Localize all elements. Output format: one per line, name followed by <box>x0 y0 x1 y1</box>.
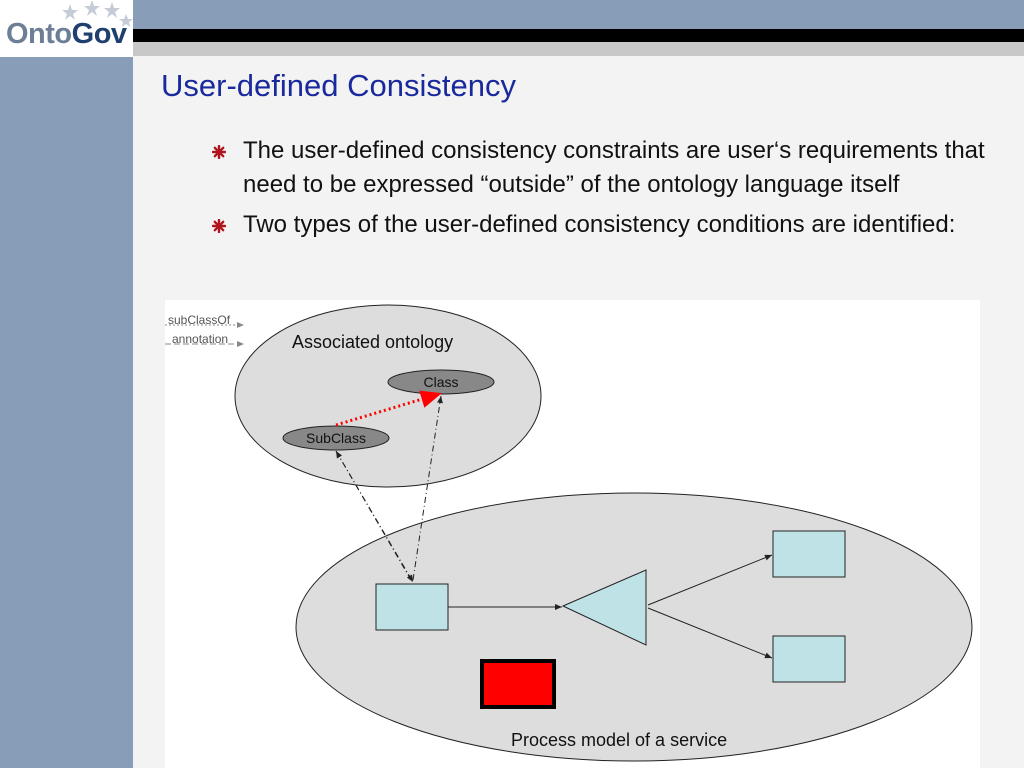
header-band <box>133 0 1024 29</box>
ontology-label: Associated ontology <box>292 332 453 352</box>
process-activity-start <box>375 583 449 631</box>
bullet-item: The user-defined consistency constraints… <box>212 134 992 202</box>
left-sidebar <box>0 0 133 768</box>
legend-annotation-label: annotation <box>172 332 228 346</box>
bullet-icon <box>212 145 226 159</box>
logo-onto: Onto <box>6 18 72 50</box>
flow-arrow-upper <box>647 554 773 606</box>
process-activity-lower <box>772 635 846 683</box>
flow-arrow-lower <box>647 607 773 659</box>
process-label: Process model of a service <box>511 730 727 750</box>
diagram-panel: subClassOf annotation Associated ontolog… <box>165 300 980 768</box>
class-node-label: Class <box>423 374 458 390</box>
header-shadow <box>133 42 1024 56</box>
legend-subclassof-label: subClassOf <box>168 313 231 327</box>
stars-icon <box>62 0 133 27</box>
annotation-arrow-source <box>335 450 414 583</box>
slide-title: User-defined Consistency <box>161 68 516 103</box>
bullet-list: The user-defined consistency constraints… <box>212 134 992 248</box>
header-rule <box>133 29 1024 42</box>
subclass-node <box>282 425 390 451</box>
highlighted-element <box>480 659 556 709</box>
consistency-diagram: subClassOf annotation Associated ontolog… <box>165 304 973 762</box>
annotation-arrow-class <box>412 395 443 581</box>
bullet-text: Two types of the user-defined consistenc… <box>243 211 956 238</box>
subclass-node-label: SubClass <box>306 430 366 446</box>
split-gateway <box>561 569 647 646</box>
logo-text: OntoGov <box>6 18 127 51</box>
process-activity-upper <box>772 530 846 578</box>
logo-gov: Gov <box>71 18 127 50</box>
legend: subClassOf annotation <box>165 313 244 347</box>
bullet-icon <box>212 219 226 233</box>
bullet-text: The user-defined consistency constraints… <box>243 137 985 198</box>
bullet-item: Two types of the user-defined consistenc… <box>212 208 992 242</box>
ontogov-logo: OntoGov <box>0 0 133 57</box>
